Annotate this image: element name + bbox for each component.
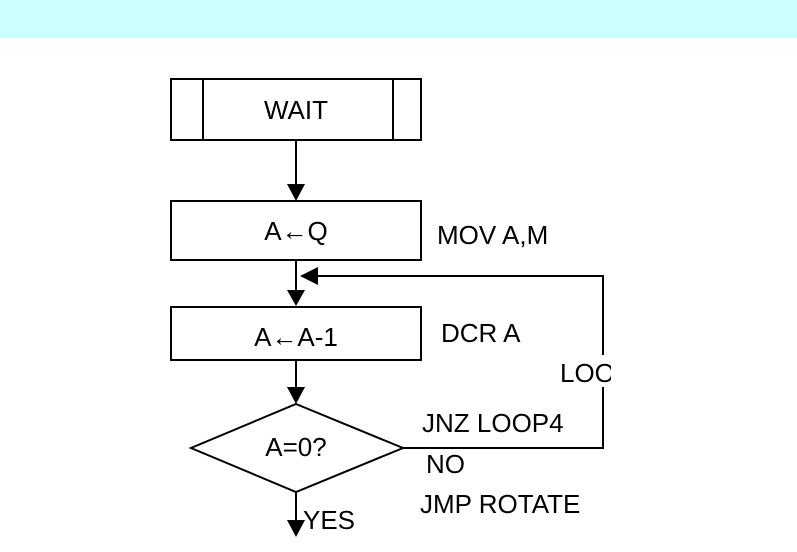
mov-instruction-label: MOV A,M bbox=[437, 220, 548, 250]
load-label: A←Q bbox=[264, 216, 328, 246]
loop-label-mask bbox=[560, 355, 610, 387]
decision-diamond: A=0? bbox=[188, 402, 406, 494]
jmp-instruction-label: JMP ROTATE bbox=[420, 489, 580, 519]
loop-label-clip bbox=[611, 355, 623, 387]
arrow-yes-exit bbox=[287, 492, 305, 537]
decision-label: A=0? bbox=[265, 432, 326, 462]
wait-label: WAIT bbox=[264, 95, 328, 125]
arrow-wait-to-load bbox=[287, 140, 305, 201]
jnz-instruction-label: JNZ LOOP4 bbox=[422, 408, 564, 438]
arrow-decrement-to-decision bbox=[287, 360, 305, 404]
decrement-label: A←A-1 bbox=[254, 322, 338, 352]
dcr-instruction-label: DCR A bbox=[441, 318, 521, 348]
header-band bbox=[0, 0, 797, 38]
no-branch-label: NO bbox=[426, 449, 465, 479]
decrement-process-box: A←A-1 bbox=[170, 306, 422, 361]
wait-subroutine-box: WAIT bbox=[170, 78, 422, 141]
arrow-load-to-decrement bbox=[287, 260, 305, 306]
load-process-box: A←Q bbox=[170, 200, 422, 261]
yes-branch-label: YES bbox=[303, 505, 355, 535]
loop-label: LOO bbox=[560, 358, 615, 388]
